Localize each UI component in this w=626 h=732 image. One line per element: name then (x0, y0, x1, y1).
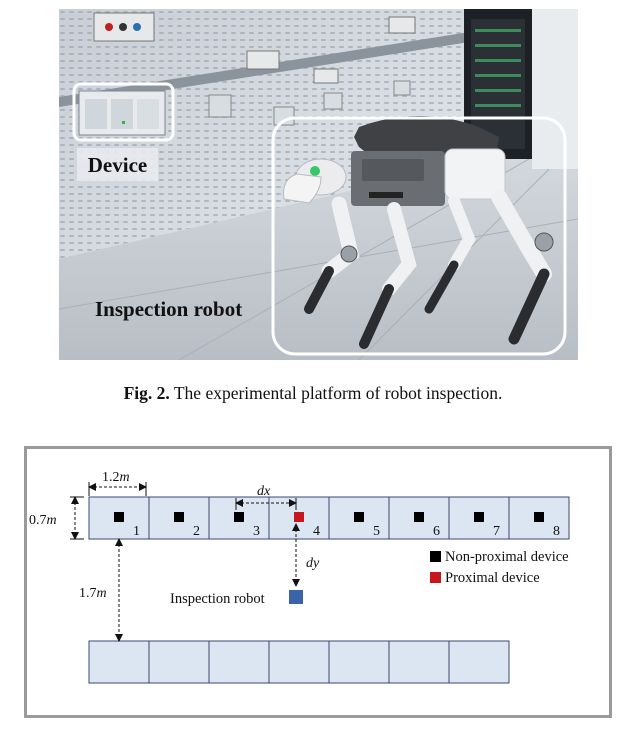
robot-dog (283, 116, 554, 349)
device-label-background (77, 148, 158, 181)
legend-swatch-non-proximal (430, 551, 441, 562)
device-number-label: 5 (373, 524, 380, 539)
bottom-row-cell (268, 640, 330, 684)
inspection-layout-diagram: 1 2 3 4 5 6 7 8 1.2m 0.7m 1.7m dx dy Inspection… (24, 446, 612, 718)
device-module (78, 90, 166, 136)
device-marker (354, 512, 364, 522)
device-highlight-box (72, 82, 175, 142)
device-marker (114, 512, 124, 522)
bottom-row-cell (88, 640, 150, 684)
device-number-label: 1 (133, 524, 140, 539)
wall-control-boxes (93, 12, 416, 126)
dx-label: dx (257, 484, 271, 499)
device-marker (174, 512, 184, 522)
robot-highlight-box (271, 116, 567, 356)
legend-label-proximal: Proximal device (445, 570, 540, 586)
dy-label: dy (306, 556, 320, 571)
experimental-platform-photo: Device Inspection robot (59, 9, 578, 360)
device-number-label: 6 (433, 524, 440, 539)
device-number-label: 8 (553, 524, 560, 539)
legend-label-non-proximal: Non-proximal device (445, 549, 569, 565)
device-number-label: 3 (253, 524, 260, 539)
proximal-device-marker (294, 512, 304, 522)
server-rack (464, 9, 578, 169)
caption-text: The experimental platform of robot inspe… (169, 383, 503, 403)
legend: Non-proximal device Proximal device (430, 549, 569, 586)
device-marker (534, 512, 544, 522)
row-gap-dimension-label: 1.7m (79, 586, 107, 601)
bottom-row-cell (448, 640, 510, 684)
legend-swatch-proximal (430, 572, 441, 583)
height-dimension-label: 0.7m (29, 513, 57, 528)
bottom-row-cell (148, 640, 210, 684)
device-marker (474, 512, 484, 522)
bottom-row-cell (388, 640, 450, 684)
inspection-robot-marker (289, 590, 303, 604)
device-number-label: 7 (493, 524, 500, 539)
robot-label: Inspection robot (95, 297, 242, 321)
bottom-device-row (88, 640, 510, 684)
inspection-robot-label: Inspection robot (170, 591, 265, 607)
caption-prefix: Fig. 2. (123, 383, 170, 403)
figure-caption: Fig. 2. The experimental platform of rob… (0, 383, 626, 404)
device-marker (414, 512, 424, 522)
top-device-row: 1 2 3 4 5 6 7 8 (88, 496, 570, 540)
bottom-row-cell (208, 640, 270, 684)
device-marker (234, 512, 244, 522)
width-dimension-label: 1.2m (102, 470, 130, 485)
device-number-label: 2 (193, 524, 200, 539)
device-number-label: 4 (313, 524, 320, 539)
device-label: Device (88, 153, 147, 177)
bottom-row-cell (328, 640, 390, 684)
